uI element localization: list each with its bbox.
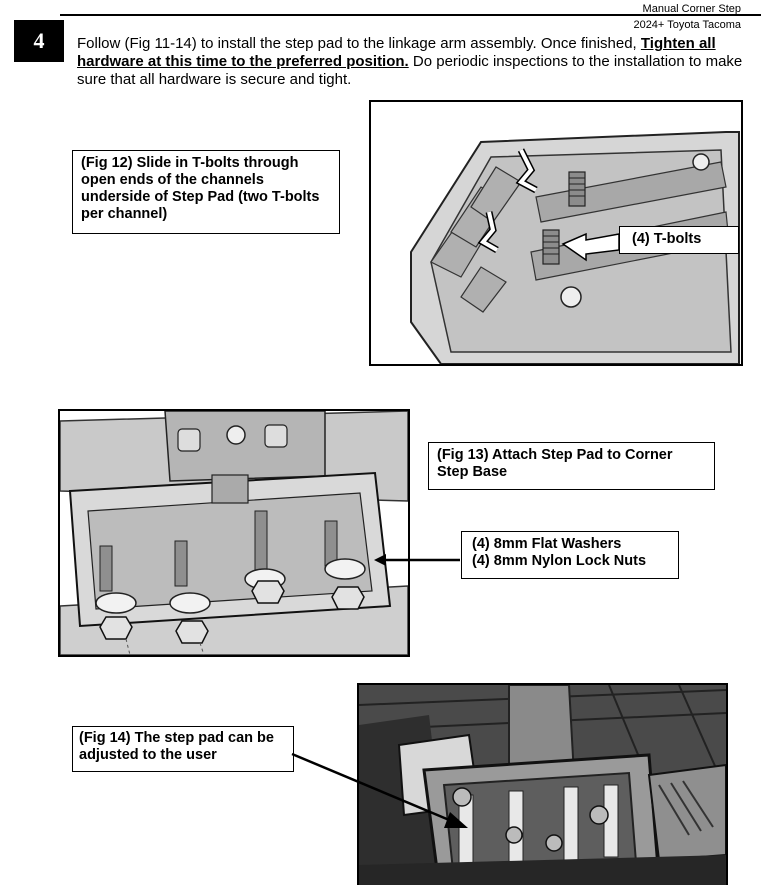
fig12-caption: (Fig 12) Slide in T-bolts through open e… bbox=[72, 150, 340, 234]
fig14-caption: (Fig 14) The step pad can be adjusted to… bbox=[72, 726, 294, 772]
fig14-photo-render bbox=[359, 685, 726, 885]
fig14-leader-arrow bbox=[291, 752, 468, 828]
instructions-text-end: Do periodic inspections to the installat… bbox=[77, 53, 743, 88]
fig12-image: (4) T-bolts bbox=[369, 100, 743, 366]
fig12-tbolts-label: (4) T-bolts bbox=[619, 226, 739, 254]
fig14-photo bbox=[357, 683, 728, 885]
step-number-badge: 4 bbox=[14, 20, 64, 62]
fig13-hardware-label: (4) 8mm Flat Washers (4) 8mm Nylon Lock … bbox=[461, 531, 679, 579]
step-instructions: Follow (Fig 11-14) to install the step p… bbox=[77, 35, 757, 89]
fig13-leader-arrow bbox=[374, 554, 460, 566]
fig13-caption: (Fig 13) Attach Step Pad to Corner Step … bbox=[428, 442, 715, 490]
instructions-emphasis: Tighten all hardware at this time to the… bbox=[77, 35, 716, 70]
instructions-text-start: Follow (Fig 11-14) to install the step p… bbox=[77, 35, 641, 52]
header-subtitle: 2024+ Toyota Tacoma bbox=[633, 19, 741, 31]
fig13-assembly-render bbox=[60, 411, 408, 655]
fig13-image bbox=[58, 409, 410, 657]
header-title: Manual Corner Step bbox=[642, 3, 741, 15]
header-rule bbox=[60, 14, 761, 16]
fig12-step-pad-render bbox=[410, 131, 740, 364]
